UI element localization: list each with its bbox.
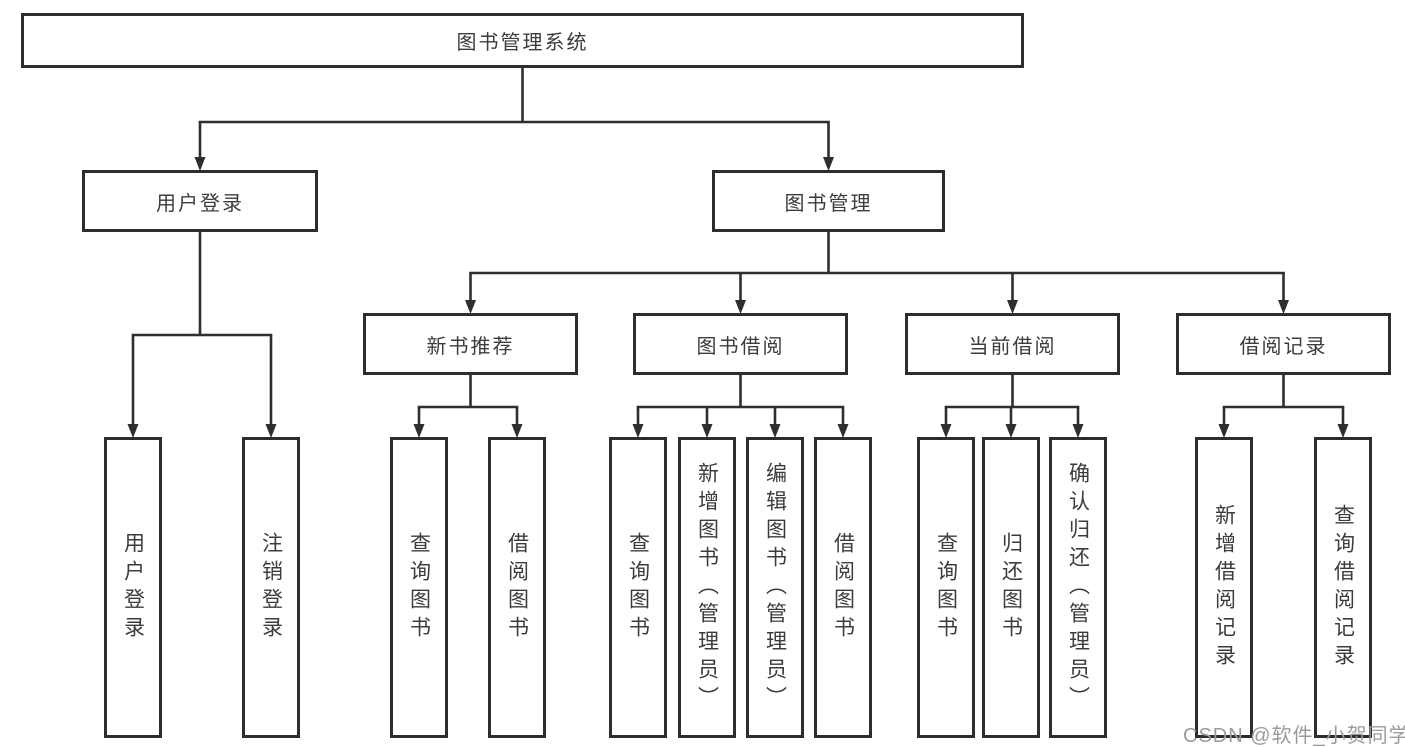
label-user-login-action: 用户登录 bbox=[121, 531, 145, 644]
box-query-book-borrow: 查询图书 bbox=[609, 437, 667, 738]
watermark-text: CSDN @软件_小贺同学 bbox=[1183, 725, 1405, 747]
label-borrowing-records: 借阅记录 bbox=[1239, 335, 1328, 358]
box-borrow-book-action: 借阅图书 bbox=[814, 437, 872, 738]
label-borrow-book-rec: 借阅图书 bbox=[505, 531, 529, 644]
box-borrowing-records: 借阅记录 bbox=[1176, 313, 1391, 375]
label-query-borrow-record: 查询借阅记录 bbox=[1331, 503, 1355, 672]
box-root: 图书管理系统 bbox=[21, 13, 1024, 68]
box-borrow-book-rec: 借阅图书 bbox=[488, 437, 546, 738]
box-new-book-recommend: 新书推荐 bbox=[363, 313, 578, 375]
box-edit-book-admin: 编辑图书（管理员） bbox=[746, 437, 804, 738]
label-return-book: 归还图书 bbox=[999, 531, 1023, 644]
label-borrow-book-action: 借阅图书 bbox=[831, 531, 855, 644]
label-logout-action: 注销登录 bbox=[259, 531, 283, 644]
label-query-book-borrow: 查询图书 bbox=[626, 531, 650, 644]
box-confirm-return-admin: 确认归还（管理员） bbox=[1049, 437, 1107, 738]
box-query-book-current: 查询图书 bbox=[917, 437, 975, 738]
box-user-login: 用户登录 bbox=[82, 170, 318, 232]
label-current-borrowing: 当前借阅 bbox=[968, 335, 1057, 358]
label-query-book-rec: 查询图书 bbox=[407, 531, 431, 644]
label-query-book-current: 查询图书 bbox=[934, 531, 958, 644]
label-root: 图书管理系统 bbox=[456, 32, 589, 54]
box-return-book: 归还图书 bbox=[982, 437, 1040, 738]
box-logout-action: 注销登录 bbox=[242, 437, 300, 738]
box-add-borrow-record: 新增借阅记录 bbox=[1195, 437, 1253, 738]
label-book-borrowing: 图书借阅 bbox=[696, 335, 785, 358]
box-current-borrowing: 当前借阅 bbox=[905, 313, 1120, 375]
label-add-borrow-record: 新增借阅记录 bbox=[1212, 503, 1236, 672]
label-edit-book-admin: 编辑图书（管理员） bbox=[763, 461, 787, 714]
label-add-book-admin: 新增图书（管理员） bbox=[695, 461, 719, 714]
label-confirm-return-admin: 确认归还（管理员） bbox=[1066, 461, 1090, 714]
box-add-book-admin: 新增图书（管理员） bbox=[678, 437, 736, 738]
box-query-book-rec: 查询图书 bbox=[390, 437, 448, 738]
label-new-book-recommend: 新书推荐 bbox=[426, 335, 515, 358]
label-book-management: 图书管理 bbox=[784, 192, 873, 215]
box-book-borrowing: 图书借阅 bbox=[633, 313, 848, 375]
box-query-borrow-record: 查询借阅记录 bbox=[1314, 437, 1372, 738]
label-user-login: 用户登录 bbox=[156, 192, 244, 215]
box-book-management: 图书管理 bbox=[712, 170, 945, 232]
box-user-login-action: 用户登录 bbox=[104, 437, 162, 738]
